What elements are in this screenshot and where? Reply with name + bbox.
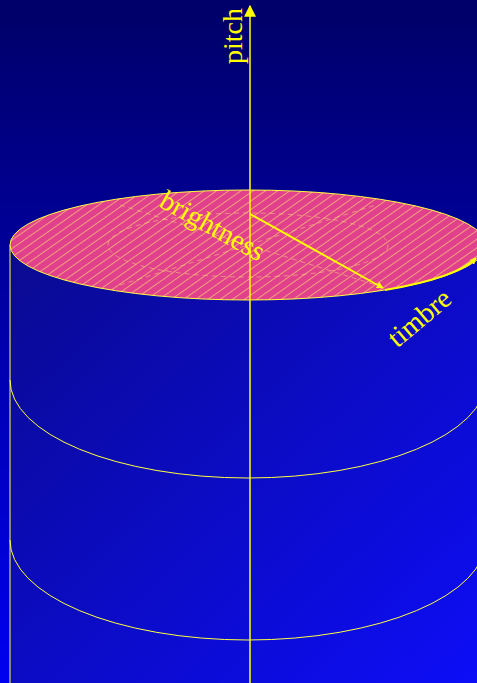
timbre-arrow: [385, 258, 476, 290]
cylinder-edge: [10, 245, 11, 683]
layer-ring: [10, 380, 477, 478]
cylinder-body: [10, 245, 477, 683]
pitch-axis: [249, 6, 251, 683]
layer-ring: [10, 540, 477, 640]
axis-label: pitch: [219, 8, 247, 64]
brightness-arrow: [250, 214, 383, 288]
